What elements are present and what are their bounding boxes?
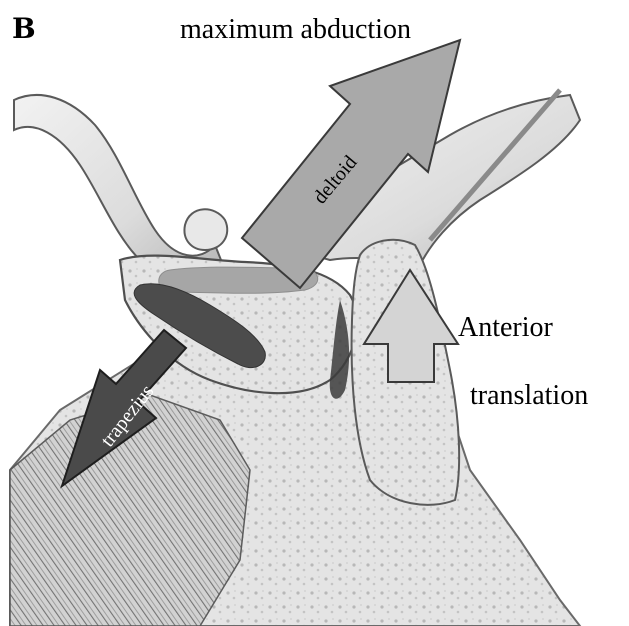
maximum-abduction-label: maximum abduction [180, 14, 411, 45]
panel-letter: B [12, 12, 36, 45]
translation-label: translation [470, 380, 588, 411]
coracoid-knob [184, 209, 227, 250]
anterior-label: Anterior [458, 312, 554, 343]
acromion-spine [14, 95, 225, 282]
